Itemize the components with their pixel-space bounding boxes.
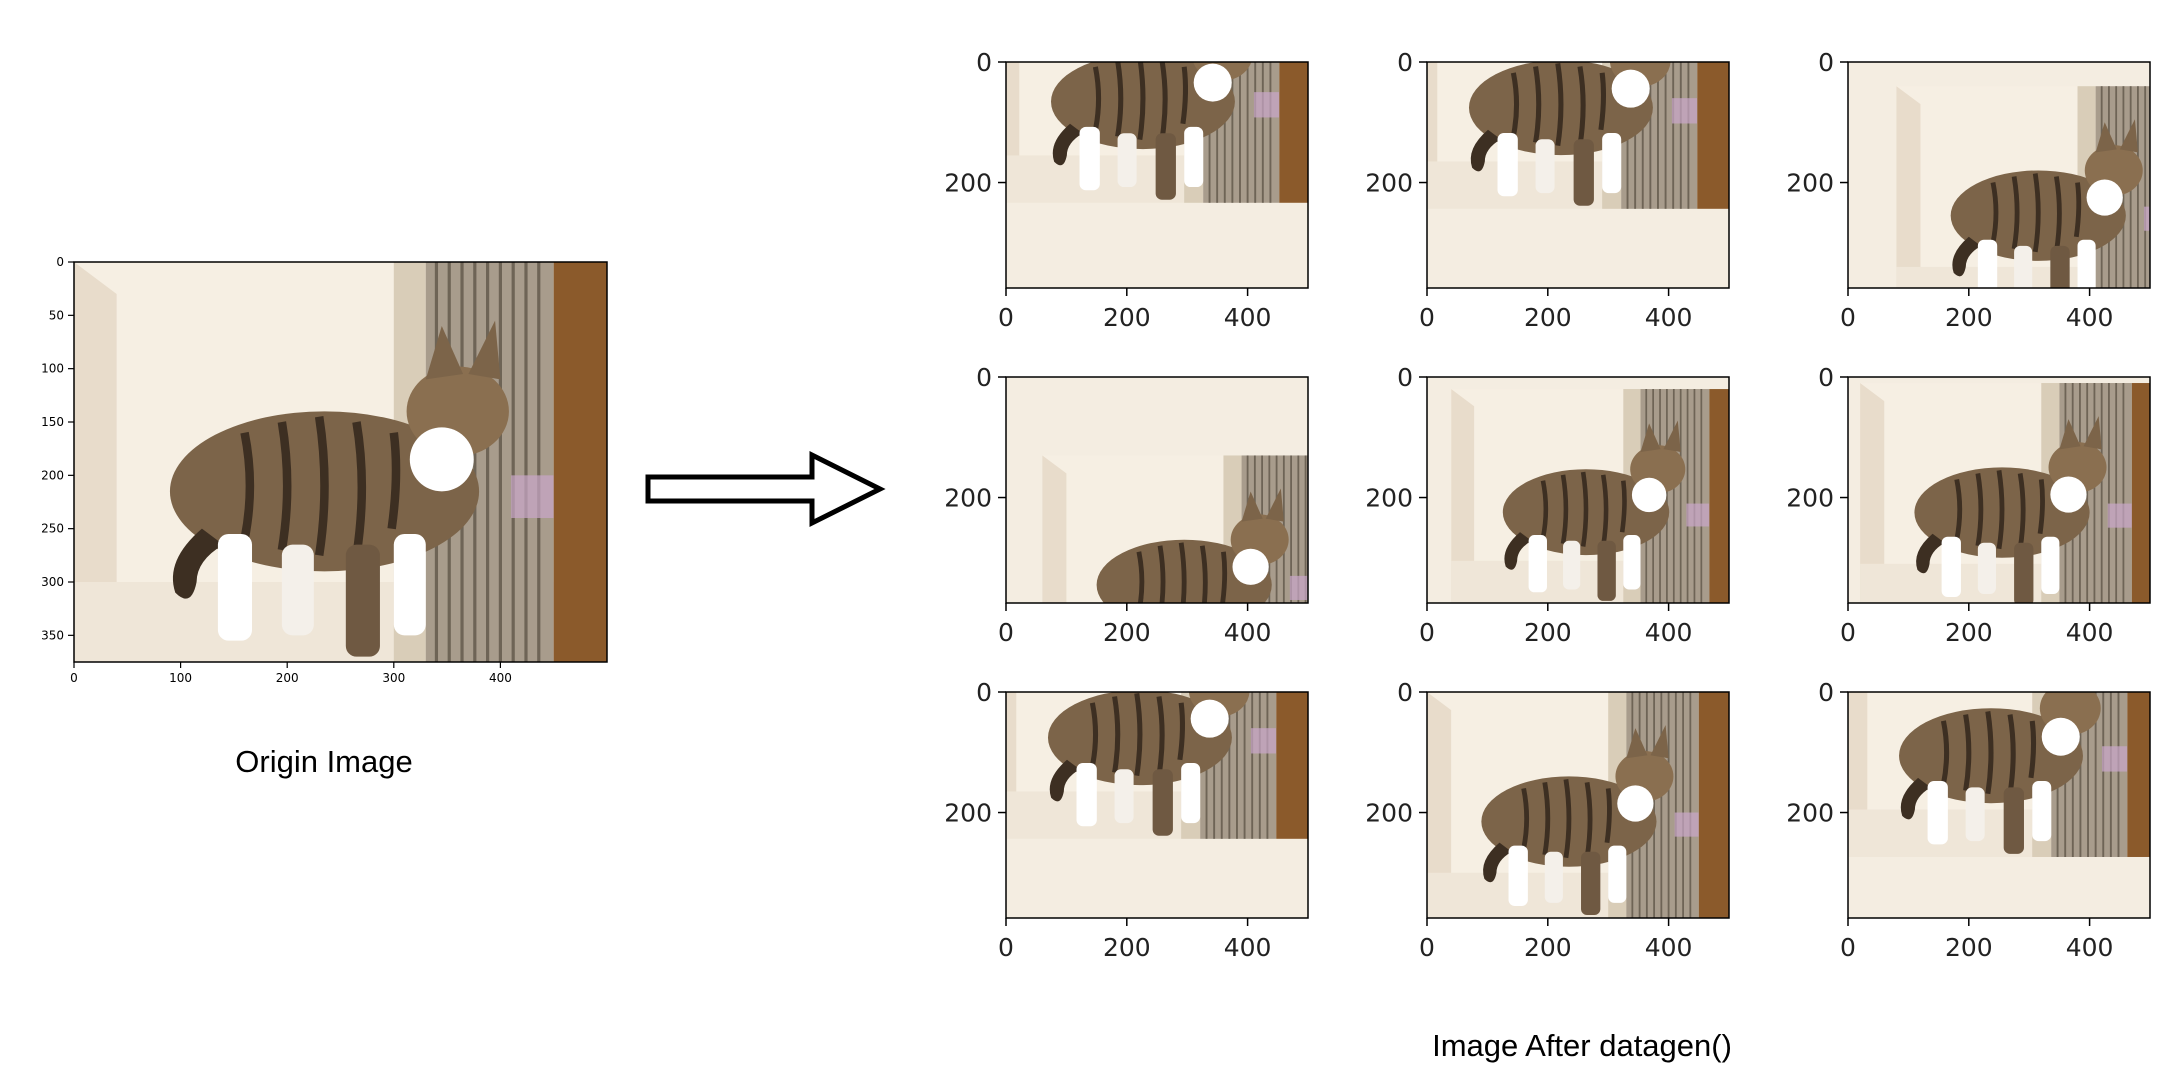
origin-x-tick-label: 0: [70, 671, 78, 685]
augmented-image: [1848, 692, 2150, 918]
augmented-x-tick-label: 400: [2066, 933, 2114, 962]
augmented-image: [1848, 62, 2150, 288]
augmented-x-tick-label: 200: [1103, 303, 1151, 332]
augmented-x-tick-label: 200: [1945, 303, 1993, 332]
augmented-x-tick-label: 0: [998, 618, 1014, 647]
augmented-y-tick-label: 200: [1786, 799, 1834, 828]
origin-y-tick-label: 100: [41, 362, 64, 376]
augmented-image: [1006, 377, 1308, 603]
origin-x-tick-label: 300: [382, 671, 405, 685]
augmented-images-caption: Image After datagen(): [1432, 1028, 1732, 1063]
augmented-x-tick-label: 400: [2066, 303, 2114, 332]
origin-y-tick-label: 300: [41, 575, 64, 589]
augmented-x-tick-label: 400: [1224, 933, 1272, 962]
augmented-image-panel: 0 200 0 200 400: [1365, 48, 1730, 332]
augmented-x-tick-label: 400: [1645, 618, 1693, 647]
augmented-x-tick-label: 0: [1419, 618, 1435, 647]
augmented-x-tick-label: 200: [1945, 933, 1993, 962]
augmented-x-tick-label: 200: [1524, 933, 1572, 962]
augmented-x-tick-label: 200: [1103, 618, 1151, 647]
augmented-x-tick-label: 0: [998, 933, 1014, 962]
origin-image: [73, 261, 608, 663]
augmented-y-tick-label: 200: [1365, 484, 1413, 513]
augmented-y-tick-label: 0: [1818, 48, 1834, 77]
augmented-x-tick-label: 400: [1224, 618, 1272, 647]
augmented-image-panel: 0 200 0 200 400: [1786, 48, 2151, 332]
augmented-image: [1848, 377, 2150, 603]
augmented-image: [1427, 62, 1729, 288]
augmented-image-panel: 0 200 0 200 400: [1365, 678, 1730, 962]
origin-x-tick-label: 100: [169, 671, 192, 685]
augmented-y-tick-label: 0: [1397, 678, 1413, 707]
augmented-image-panel: 0 200 0 200 400: [944, 363, 1309, 647]
augmented-image: [1427, 377, 1729, 603]
augmented-y-tick-label: 200: [944, 169, 992, 198]
augmented-x-tick-label: 200: [1945, 618, 1993, 647]
augmented-x-tick-label: 200: [1103, 933, 1151, 962]
augmented-image-panel: 0 200 0 200 400: [1786, 363, 2151, 647]
augmented-image: [1006, 692, 1308, 918]
augmented-y-tick-label: 200: [944, 484, 992, 513]
augmented-x-tick-label: 400: [1645, 303, 1693, 332]
augmented-y-tick-label: 0: [976, 678, 992, 707]
origin-y-tick-label: 150: [41, 415, 64, 429]
origin-y-tick-label: 50: [49, 308, 64, 322]
augmented-y-tick-label: 0: [1818, 678, 1834, 707]
augmented-y-tick-label: 200: [1365, 799, 1413, 828]
augmented-x-tick-label: 200: [1524, 618, 1572, 647]
origin-x-tick-label: 200: [276, 671, 299, 685]
augmented-y-tick-label: 200: [944, 799, 992, 828]
augmented-x-tick-label: 0: [1419, 933, 1435, 962]
origin-image-plot: 0 50 100 150 200 250 300 350 0 100 200 300 400: [41, 255, 608, 685]
origin-x-axis: 0 100 200 300 400: [70, 662, 512, 685]
origin-image-caption: Origin Image: [235, 744, 412, 779]
augmented-x-tick-label: 0: [1840, 933, 1856, 962]
augmented-y-tick-label: 0: [976, 363, 992, 392]
augmented-x-tick-label: 0: [998, 303, 1014, 332]
augmented-image: [1427, 692, 1729, 918]
augmented-x-tick-label: 400: [2066, 618, 2114, 647]
augmented-image-panel: 0 200 0 200 400: [1786, 678, 2151, 962]
augmented-y-tick-label: 0: [976, 48, 992, 77]
augmented-x-tick-label: 0: [1840, 618, 1856, 647]
origin-y-tick-label: 250: [41, 522, 64, 536]
augmented-image-panel: 0 200 0 200 400: [1365, 363, 1730, 647]
augmented-image-panel: 0 200 0 200 400: [944, 678, 1309, 962]
augmented-x-tick-label: 200: [1524, 303, 1572, 332]
origin-y-axis: 0 50 100 150 200 250 300 350: [41, 255, 74, 642]
origin-x-tick-label: 400: [489, 671, 512, 685]
augmented-x-tick-label: 0: [1419, 303, 1435, 332]
augmented-y-tick-label: 0: [1818, 363, 1834, 392]
augmented-image: [1006, 62, 1308, 288]
augmented-y-tick-label: 200: [1786, 484, 1834, 513]
augmented-y-tick-label: 0: [1397, 48, 1413, 77]
augmented-x-tick-label: 0: [1840, 303, 1856, 332]
augmented-x-tick-label: 400: [1645, 933, 1693, 962]
augmented-y-tick-label: 200: [1365, 169, 1413, 198]
augmented-image-panel: 0 200 0 200 400: [944, 48, 1309, 332]
origin-y-tick-label: 350: [41, 628, 64, 642]
augmented-y-tick-label: 0: [1397, 363, 1413, 392]
augmented-x-tick-label: 400: [1224, 303, 1272, 332]
right-arrow-icon: [645, 450, 886, 528]
origin-y-tick-label: 200: [41, 468, 64, 482]
augmented-y-tick-label: 200: [1786, 169, 1834, 198]
origin-y-tick-label: 0: [56, 255, 64, 269]
augmented-image-grid: 0 200 0 200 400 0 200 0 200 400 0 200 0 200 400 0 200 0 20…: [944, 48, 2151, 962]
